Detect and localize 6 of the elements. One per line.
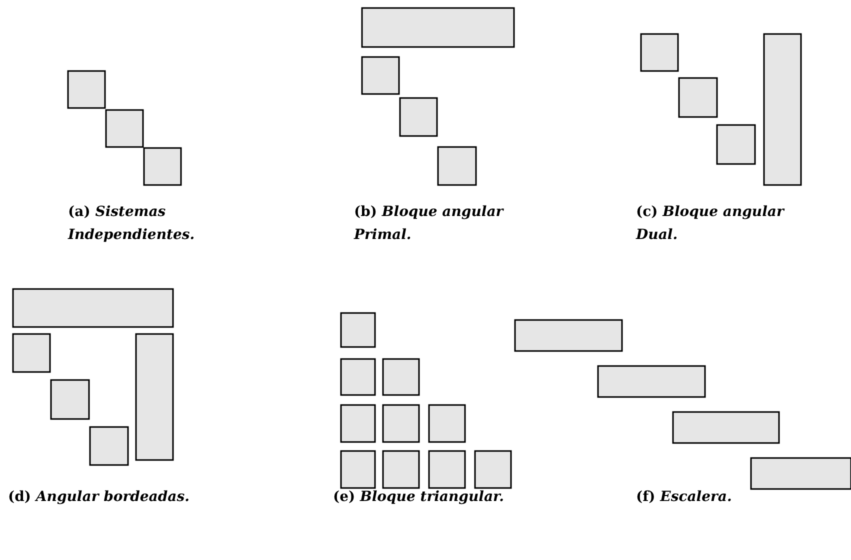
figure-caption: (d) Angular bordeadas. [8, 488, 190, 507]
figure-caption: (f) Escalera. [636, 488, 733, 507]
figure-caption: (c) Bloque angular Dual. [636, 203, 786, 245]
figure-caption: (a) Sistemas Independientes. [68, 203, 196, 245]
figure-caption: (b) Bloque angular Primal. [354, 203, 505, 245]
figure-caption: (e) Bloque triangular. [333, 488, 506, 507]
